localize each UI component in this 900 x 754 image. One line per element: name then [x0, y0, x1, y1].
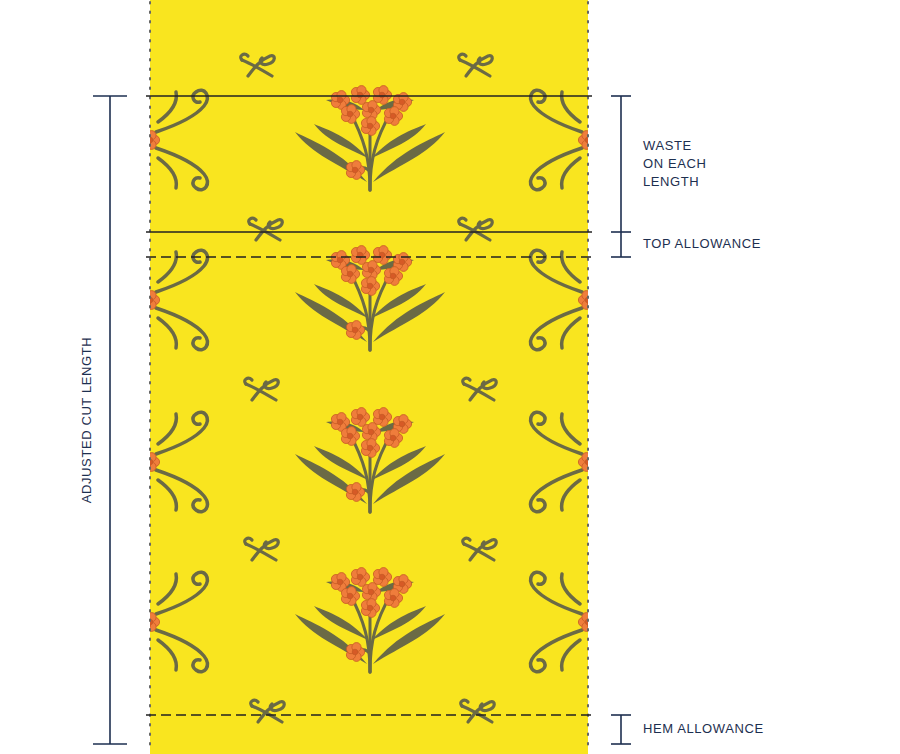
pattern	[150, 54, 588, 722]
dimension-label: WASTE ON EACH LENGTH	[643, 137, 711, 191]
cut-lines	[146, 96, 592, 715]
dimension-label: ADJUSTED CUT LENGTH	[78, 337, 96, 503]
dimension-label: TOP ALLOWANCE	[643, 235, 761, 253]
dimension-label: HEM ALLOWANCE	[643, 720, 764, 738]
dimension-brackets	[93, 96, 631, 744]
selvedge-dots	[150, 2, 588, 752]
wallpaper-strip	[150, 0, 588, 754]
